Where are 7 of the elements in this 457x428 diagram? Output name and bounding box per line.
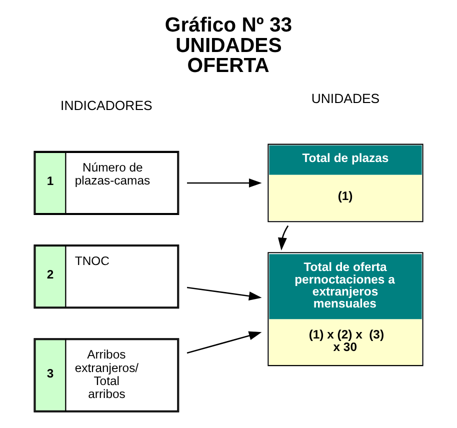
arrow (187, 178, 262, 188)
arrow (278, 225, 289, 250)
arrow (186, 286, 262, 300)
arrow (186, 331, 262, 354)
diagram-title: Gráfico Nº 33 UNIDADES OFERTA (164, 14, 292, 78)
label: INDICADORES (60, 98, 152, 114)
label: UNIDADES (311, 91, 380, 106)
